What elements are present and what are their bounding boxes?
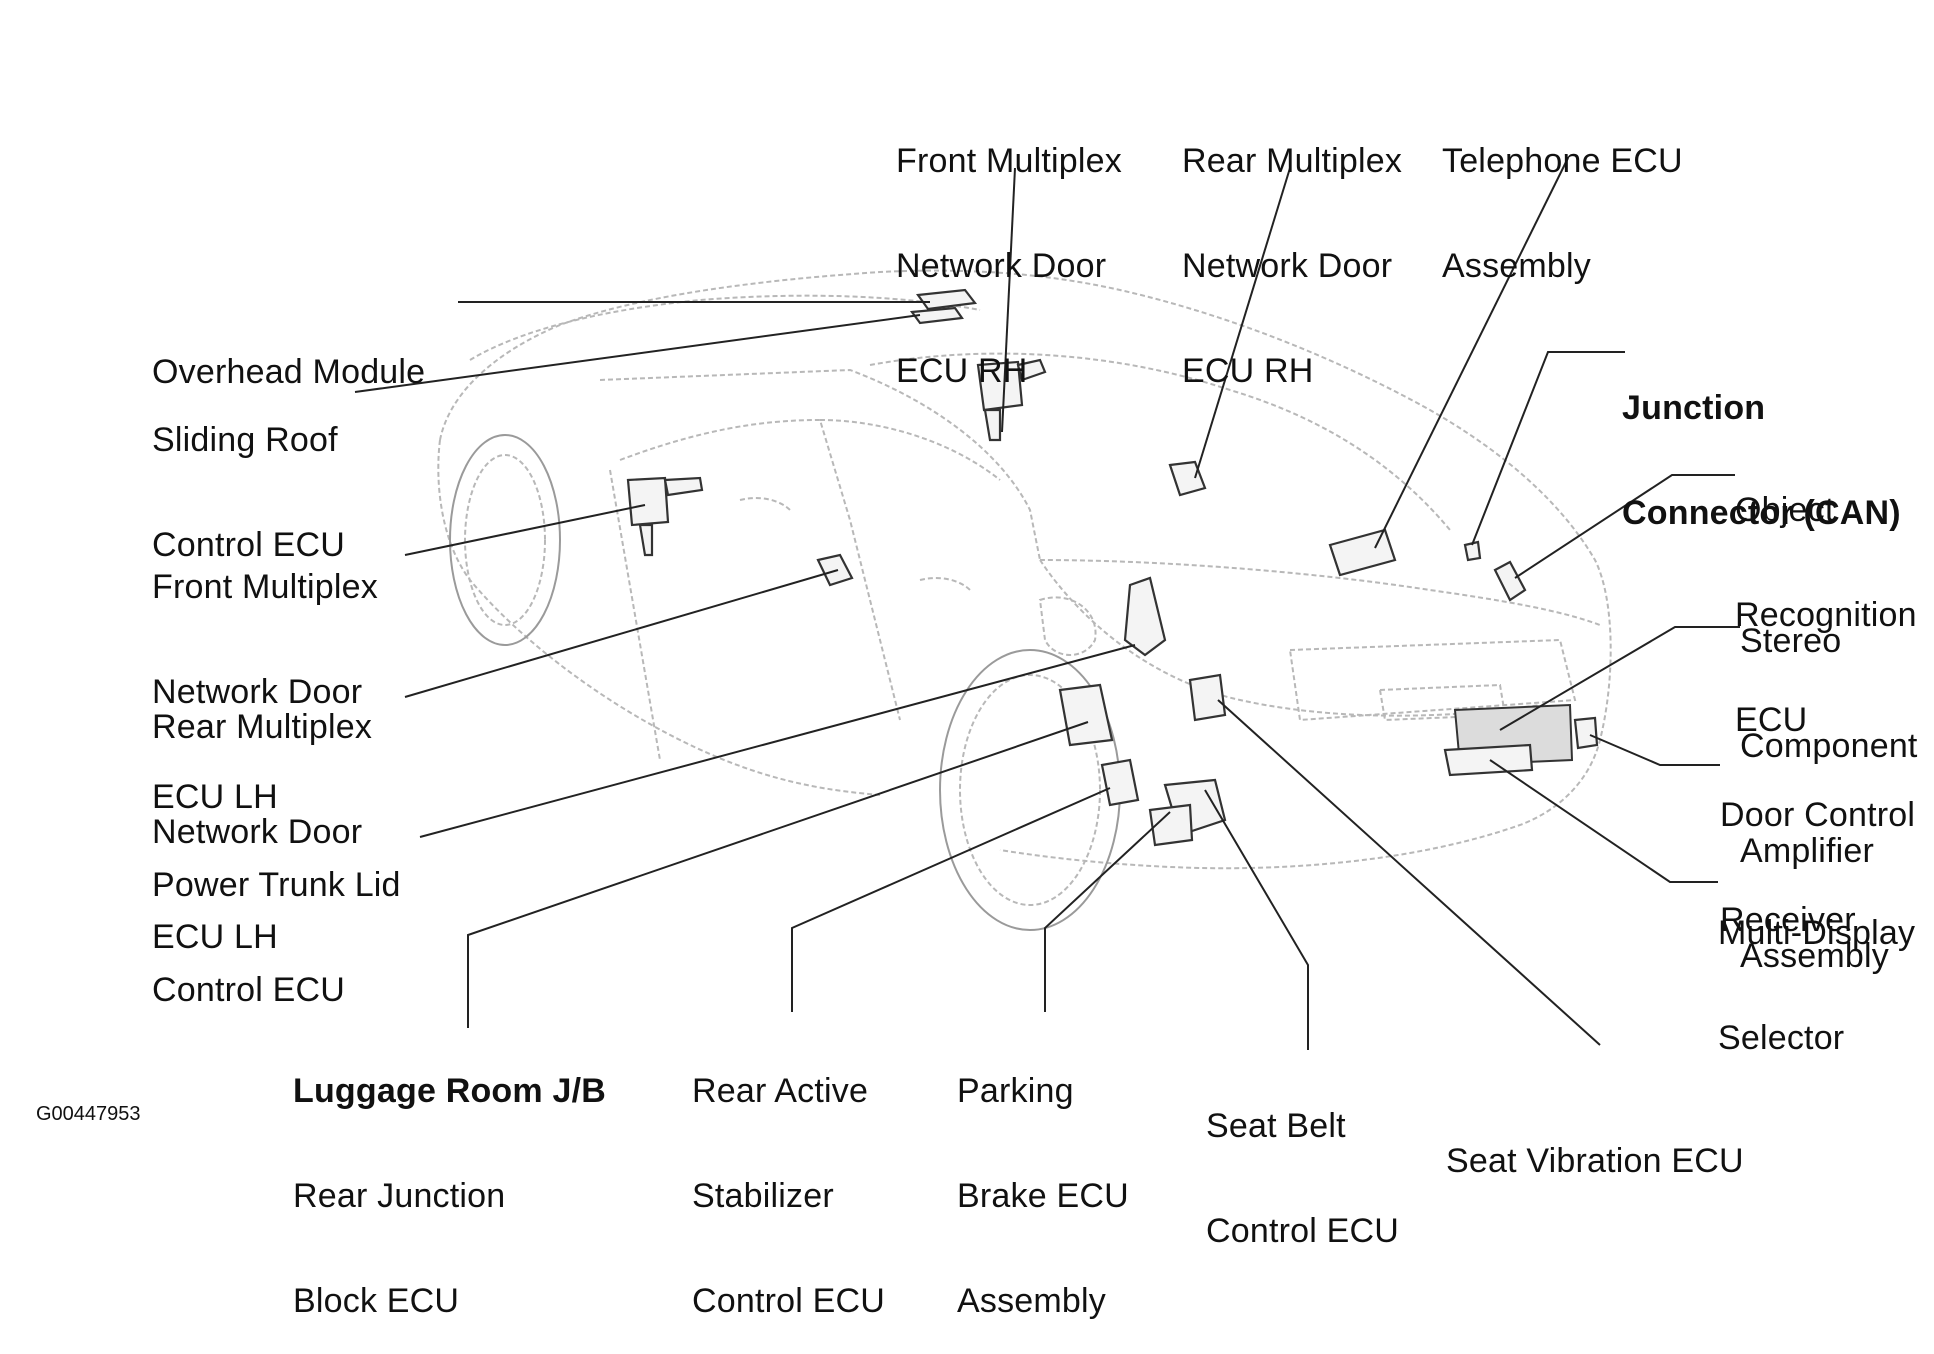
leader-lines [354, 157, 1740, 1050]
leader-multi-display [1489, 759, 1718, 883]
leader-rear-door-lh [404, 569, 839, 698]
label-sliding-roof: Sliding Roof Control ECU [152, 421, 346, 564]
label-object-recognition: Object Recognition ECU [1735, 491, 1917, 739]
leader-sliding-roof [354, 314, 921, 393]
leader-front-door-rh [1001, 167, 1016, 433]
leader-junction [1471, 351, 1625, 546]
leader-seat-belt [1204, 789, 1309, 1050]
label-seat-vibration: Seat Vibration ECU [1446, 1142, 1744, 1180]
label-stereo: Stereo Component Amplifier Assembly [1740, 622, 1918, 975]
label-front-door-lh: Front Multiplex Network Door ECU LH [152, 568, 378, 816]
leader-front-door-lh [404, 504, 646, 556]
leader-power-trunk [419, 644, 1136, 838]
label-rear-door-rh: Rear Multiplex Network Door ECU RH [1182, 142, 1403, 390]
car-drawing [354, 157, 1740, 1050]
label-door-control: Door Control Receiver [1720, 796, 1916, 939]
leader-seat-vibration [1217, 699, 1601, 1046]
label-multi-display: Multi-Display Selector [1718, 914, 1916, 1057]
leader-parking-brake [1044, 811, 1171, 1012]
label-seat-belt: Seat Belt Control ECU [1206, 1107, 1400, 1250]
label-junction-connector: Junction Connector (CAN) [1622, 389, 1901, 532]
leader-luggage [467, 721, 1089, 1028]
label-luggage-room: Luggage Room J/B Rear Junction Block ECU [293, 1072, 606, 1320]
label-overhead: Overhead Module [152, 353, 426, 391]
label-rear-door-lh: Rear Multiplex Network Door ECU LH [152, 708, 373, 956]
leader-door-control [1589, 734, 1720, 766]
figure-code: G00447953 [36, 1103, 141, 1125]
leader-rear-stabilizer [791, 787, 1111, 1012]
label-telephone: Telephone ECU Assembly [1442, 142, 1683, 285]
car-body-outline [437, 269, 1612, 931]
label-parking-brake: Parking Brake ECU Assembly [957, 1072, 1129, 1320]
leader-rear-door-rh [1194, 167, 1291, 479]
label-rear-stabilizer: Rear Active Stabilizer Control ECU [692, 1072, 886, 1320]
diagram-canvas: Front Multiplex Network Door ECU RH Rear… [36, 142, 1918, 1319]
label-power-trunk: Power Trunk Lid Control ECU [152, 866, 401, 1009]
leader-telephone [1374, 157, 1569, 549]
label-front-door-rh: Front Multiplex Network Door ECU RH [896, 142, 1122, 390]
leader-object-recognition [1514, 474, 1735, 579]
leader-stereo [1499, 626, 1740, 731]
